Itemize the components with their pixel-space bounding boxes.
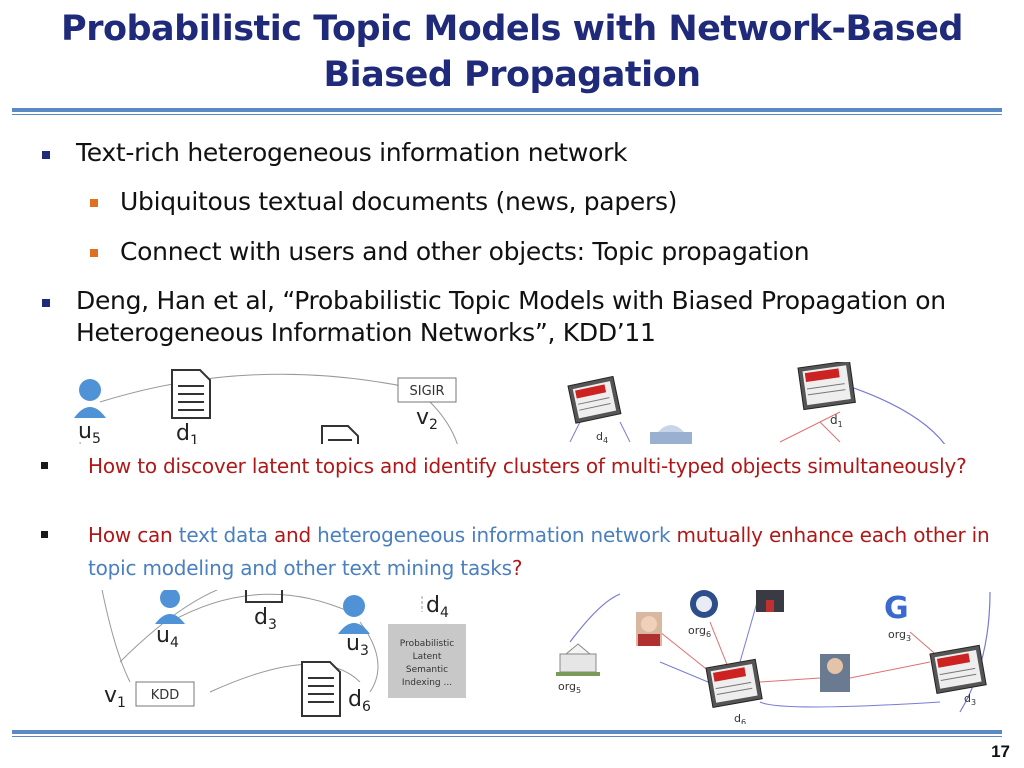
plsi-line-1: Probabilistic	[400, 639, 454, 649]
paper-title-box	[388, 624, 466, 698]
bottom-rule	[12, 730, 1002, 734]
q2-highlight: heterogeneous information network	[317, 523, 671, 547]
user-icon	[155, 588, 185, 624]
document-icon	[245, 590, 283, 603]
bullet-marker	[42, 151, 50, 159]
plsi-line-4: Indexing ...	[402, 678, 452, 688]
q2-text: ?	[511, 556, 523, 580]
question-marker	[41, 462, 48, 469]
sub-bullet-marker	[90, 249, 98, 257]
label-v1: v1	[104, 683, 126, 711]
label-kdd: KDD	[151, 688, 180, 703]
building-icon	[650, 425, 692, 444]
page-number: 17	[991, 742, 1010, 761]
label-org3: org3	[888, 628, 911, 643]
label-right-d4: d4	[596, 430, 608, 445]
edge	[819, 421, 841, 443]
top-rule-thin	[12, 114, 1002, 115]
newspaper-icon	[929, 644, 987, 694]
edge	[99, 373, 431, 403]
label-org6: org6	[688, 624, 711, 639]
edge	[659, 631, 711, 673]
user-icon	[74, 379, 106, 418]
sub-bullet-marker	[90, 199, 98, 207]
google-logo-icon: G	[884, 591, 909, 626]
sub-bullet-1: Ubiquitous textual documents (news, pape…	[120, 187, 678, 216]
network-figure: u5 d1 SIGIR v2	[60, 360, 1000, 727]
question-1: How to discover latent topics and identi…	[88, 454, 967, 478]
person-photo	[636, 612, 662, 646]
bullet-1: Text-rich heterogeneous information netw…	[76, 138, 628, 167]
label-right-d1: d1	[830, 413, 843, 429]
document-icon	[301, 661, 341, 717]
edge	[709, 621, 731, 673]
seal-icon	[690, 590, 718, 618]
edge	[759, 701, 941, 708]
edge	[569, 421, 581, 443]
label-org5: org5	[558, 680, 581, 695]
edge	[169, 593, 351, 623]
right-network: d4 d1 org6	[556, 360, 991, 727]
slide-title: Probabilistic Topic Models with Network-…	[0, 6, 1024, 98]
plsi-line-2: Latent	[413, 652, 442, 662]
label-right-d3: d3	[964, 692, 976, 707]
edge	[659, 661, 709, 683]
sub-bullet-2: Connect with users and other objects: To…	[120, 237, 810, 266]
person-photo	[820, 654, 850, 692]
newspaper-icon	[567, 375, 622, 424]
edge	[959, 591, 991, 713]
person-photo	[756, 590, 784, 612]
document-icon	[171, 369, 211, 419]
label-d1: d1	[176, 421, 199, 449]
venue-box-kdd	[135, 681, 195, 707]
label-sigir: SIGIR	[409, 384, 444, 399]
title-line-2: Biased Propagation	[323, 55, 701, 95]
label-u5: u5	[78, 419, 101, 447]
question-marker	[41, 531, 48, 538]
edge	[569, 593, 621, 643]
label-u4: u4	[156, 623, 179, 651]
top-rule	[12, 108, 1002, 112]
q2-text: How can	[88, 523, 179, 547]
building-icon	[556, 643, 600, 676]
left-network: u5 d1 SIGIR v2	[74, 369, 466, 717]
title-line-1: Probabilistic Topic Models with Network-…	[61, 9, 963, 49]
label-u3: u3	[346, 631, 369, 659]
network-figure-svg: u5 d1 SIGIR v2	[74, 360, 991, 727]
question-overlay	[28, 444, 1000, 590]
edge	[619, 421, 631, 443]
plsi-line-3: Semantic	[406, 665, 448, 675]
newspaper-icon	[705, 658, 763, 708]
newspaper-icon	[797, 360, 856, 411]
label-d4: d4	[426, 593, 449, 621]
bottom-rule-thin	[12, 736, 1002, 737]
user-icon	[338, 595, 370, 634]
question-2: How can text data and heterogeneous info…	[88, 519, 998, 585]
label-right-d6: d6	[734, 712, 746, 724]
q2-text: and	[267, 523, 318, 547]
q2-highlight: text data	[178, 523, 268, 547]
q2-text: mutually enhance each other in	[670, 523, 990, 547]
edge	[779, 411, 841, 443]
bullet-marker	[42, 299, 50, 307]
label-d6: d6	[348, 687, 371, 715]
bullet-2: Deng, Han et al, “Probabilistic Topic Mo…	[76, 286, 946, 347]
venue-box-sigir	[397, 377, 457, 403]
edge	[759, 677, 821, 683]
label-v2: v2	[416, 405, 438, 433]
label-d3: d3	[254, 605, 277, 633]
q2-highlight: topic modeling and other text mining tas…	[88, 556, 512, 580]
edge	[849, 661, 931, 679]
